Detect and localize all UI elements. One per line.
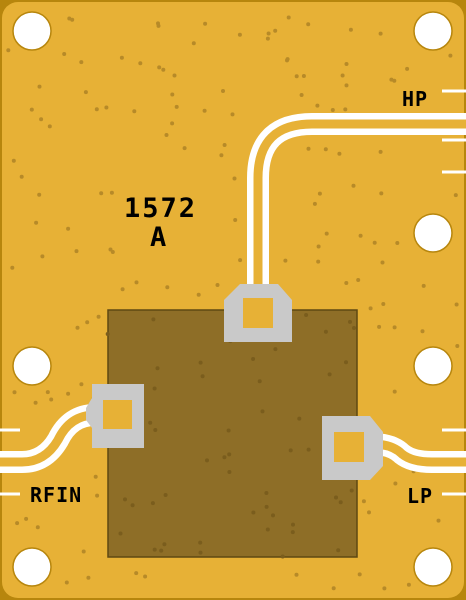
die xyxy=(107,309,358,558)
mounting-hole-icon xyxy=(12,11,453,587)
trace-rfin xyxy=(0,404,120,473)
revision-label: A xyxy=(150,222,168,253)
bond-pad-icon xyxy=(86,284,383,480)
via-dot-icon xyxy=(6,15,460,591)
trace-hp xyxy=(247,113,466,300)
port-label-rfin: RFIN xyxy=(30,483,83,507)
port-label-lp: LP xyxy=(407,484,434,508)
port-ticks xyxy=(0,89,466,496)
port-label-hp: HP xyxy=(402,87,429,111)
part-number-label: 1572 xyxy=(124,193,198,224)
